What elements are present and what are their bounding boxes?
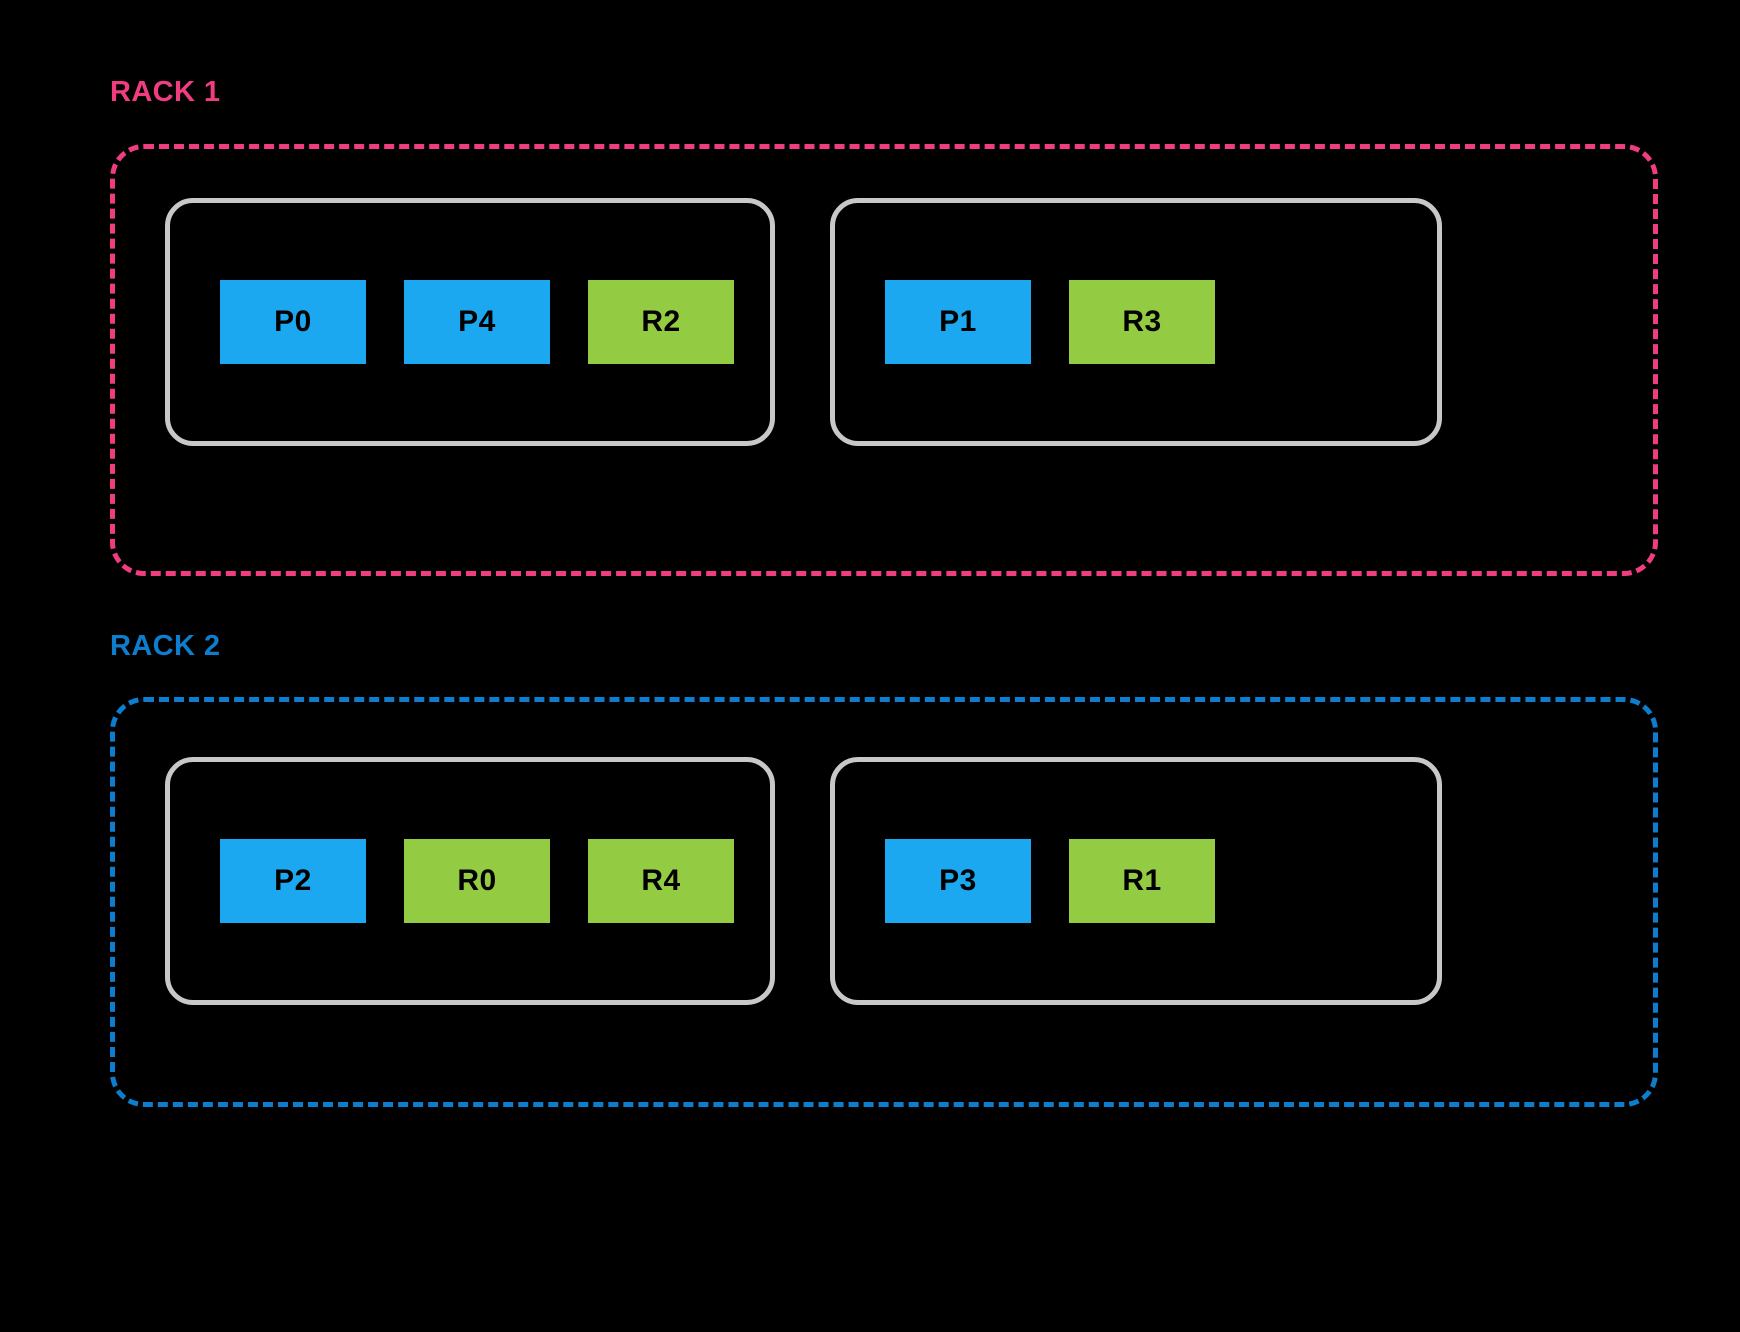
replica-block-r1[interactable]: R1 xyxy=(1069,839,1215,923)
node-unit-row: P1 R3 xyxy=(835,280,1215,364)
partition-block-p3[interactable]: P3 xyxy=(885,839,1031,923)
rack-container-2 xyxy=(110,697,1658,1107)
node-box-node-4[interactable]: P3 R1 xyxy=(830,757,1442,1005)
partition-block-p2[interactable]: P2 xyxy=(220,839,366,923)
node-box-node-2[interactable]: P1 R3 xyxy=(830,198,1442,446)
node-box-node-3[interactable]: P2 R0 R4 xyxy=(165,757,775,1005)
rack-label-1: RACK 1 xyxy=(110,76,221,108)
replica-block-r3[interactable]: R3 xyxy=(1069,280,1215,364)
node-unit-row: P2 R0 R4 xyxy=(170,839,734,923)
partition-block-p4[interactable]: P4 xyxy=(404,280,550,364)
partition-block-p0[interactable]: P0 xyxy=(220,280,366,364)
rack-label-2: RACK 2 xyxy=(110,630,221,662)
replica-block-r4[interactable]: R4 xyxy=(588,839,734,923)
partition-block-p1[interactable]: P1 xyxy=(885,280,1031,364)
node-box-node-1[interactable]: P0 P4 R2 xyxy=(165,198,775,446)
node-unit-row: P3 R1 xyxy=(835,839,1215,923)
rack-container-1 xyxy=(110,144,1658,576)
replica-block-r2[interactable]: R2 xyxy=(588,280,734,364)
node-unit-row: P0 P4 R2 xyxy=(170,280,734,364)
replica-block-r0[interactable]: R0 xyxy=(404,839,550,923)
